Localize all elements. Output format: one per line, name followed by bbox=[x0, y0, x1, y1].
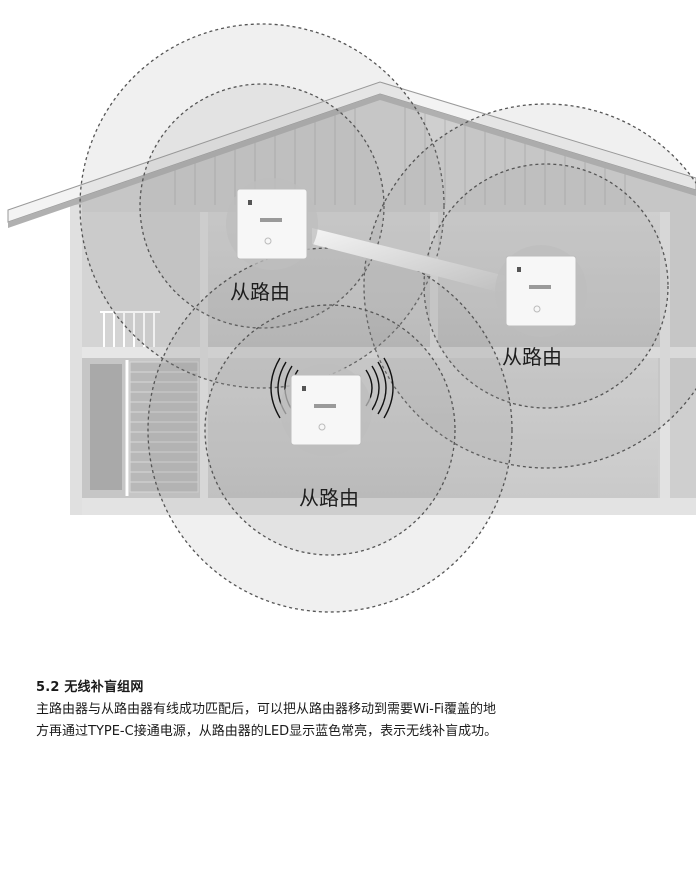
section-5-2: 5.2 无线补盲组网 主路由器与从路由器有线成功匹配后，可以把从路由器移动到需要… bbox=[36, 676, 696, 743]
router-label-2: 从路由 bbox=[502, 345, 562, 369]
section-body: 主路由器与从路由器有线成功匹配后，可以把从路由器移动到需要Wi-Fi覆盖的地 方… bbox=[36, 699, 696, 743]
wireless-link-beam bbox=[312, 228, 514, 296]
section-heading: 5.2 无线补盲组网 bbox=[36, 680, 144, 695]
house-coverage-illustration: 从路由 从路由 从路由 bbox=[7, 23, 696, 613]
router-device-3 bbox=[280, 364, 372, 456]
router-label-1: 从路由 bbox=[230, 280, 290, 304]
coverage-circles bbox=[79, 23, 696, 613]
section-body-line: 方再通过TYPE-C接通电源，从路由器的LED显示蓝色常亮，表示无线补盲成功。 bbox=[36, 724, 498, 739]
router-label-3: 从路由 bbox=[299, 486, 359, 510]
section-body-line: 主路由器与从路由器有线成功匹配后，可以把从路由器移动到需要Wi-Fi覆盖的地 bbox=[36, 702, 497, 717]
router-device-2 bbox=[495, 245, 587, 337]
router-device-1 bbox=[226, 178, 318, 270]
house bbox=[7, 81, 696, 515]
